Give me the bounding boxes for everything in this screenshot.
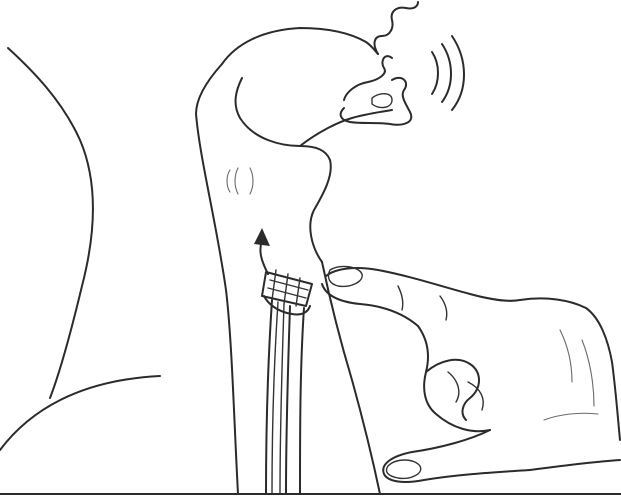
wrist-lower [530,460,620,470]
knuckle-crease-1 [398,286,403,310]
vibration-mark-left [227,170,230,192]
nose-outline [375,2,418,54]
tube-inner-left [272,302,278,494]
knuckle-crease-2 [440,296,447,320]
shoulder-outline [0,376,160,450]
hand-illustration [322,267,620,482]
back-of-hand [520,298,620,440]
tube-right-wall [300,308,304,494]
hand-shading-1 [560,330,572,382]
thumbnail [386,460,420,478]
tube-outer-right [286,306,290,494]
head-neck-outline [8,48,93,398]
tube-inner-right [280,304,284,494]
sound-wave-2 [442,44,451,102]
sound-wave-1 [432,52,438,94]
index-finger-bottom [322,284,418,326]
airflow-arrow-head [254,228,270,246]
vibration-mark-right [250,168,253,194]
sound-wave-3 [452,36,464,110]
curled-finger-3 [468,382,483,410]
hand-shading-2 [582,340,594,406]
hand-shading-3 [544,413,598,420]
tube-outer-left [266,300,272,494]
posterior-pharynx-wall [196,64,238,494]
anterior-pharynx-wall [236,78,331,262]
thumb-outline [383,430,530,482]
palate-underside [300,110,392,146]
trachea-front-wall [322,262,380,494]
tongue-outline [372,94,392,108]
nasopharynx-roof [222,28,378,64]
curled-finger-2 [448,372,459,402]
vibration-mark-mid [235,168,238,194]
